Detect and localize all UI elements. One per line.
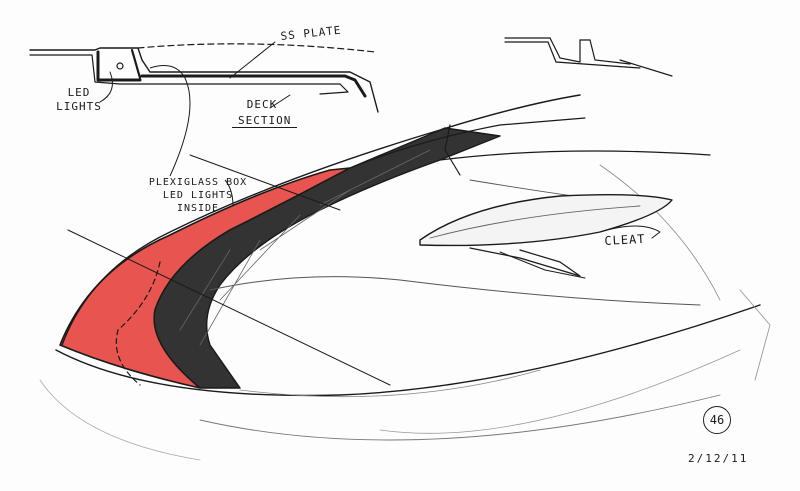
cleat-sketch [419, 193, 673, 279]
window-detail [504, 37, 673, 77]
deck-section-line1: DECK [246, 98, 278, 111]
deck-section-line2: SECTION [232, 114, 298, 128]
sheet-number-badge: 46 [703, 406, 731, 434]
cleat-label: CLEAT [604, 231, 646, 248]
plexiglass-leader [149, 65, 191, 177]
deck-section-detail [29, 41, 379, 113]
plexiglass-box-label: PLEXIGLASS BOX LED LIGHTS INSIDE [148, 177, 248, 214]
hull-deck [39, 94, 771, 461]
sketch-date: 2/12/11 [688, 452, 749, 465]
led-lights-label: LED LIGHTS [56, 86, 102, 113]
deck-section-label: DECK SECTION [232, 97, 298, 129]
dark-cover-strip [153, 127, 501, 389]
